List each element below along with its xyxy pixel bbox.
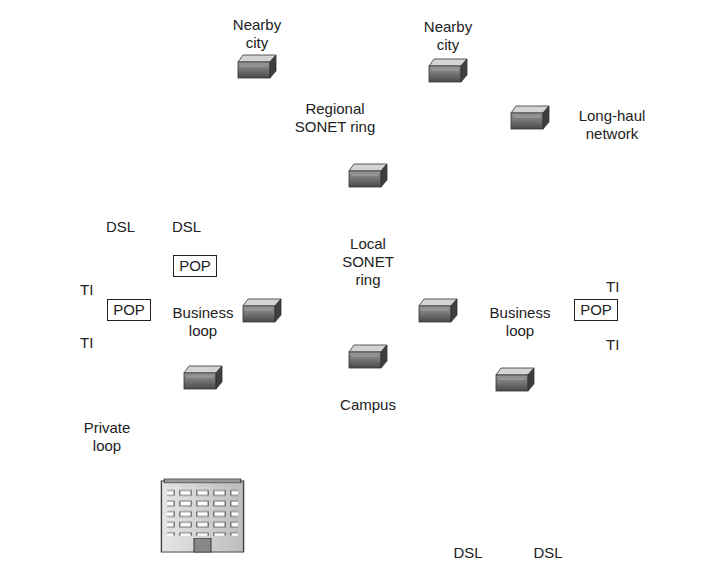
house-icon-outline (112, 180, 148, 215)
ring-circle: Local SONET ring (281, 175, 455, 349)
city-circle: Nearby city (415, 3, 481, 69)
outside-label: DSL (533, 544, 562, 562)
node-label: Nearby city (229, 16, 285, 52)
outside-label: DSL (453, 544, 482, 562)
house-icon-outline (448, 505, 488, 541)
pop-box: POP (107, 299, 151, 321)
ring-ellipse: Regional SONET ring (135, 60, 535, 176)
line-label: TI (606, 278, 619, 296)
cloud-shape: Long-haul network (545, 85, 679, 165)
node-label: Business loop (485, 304, 555, 340)
node-label: POP (580, 301, 612, 319)
node-label: Private loop (77, 419, 137, 455)
node-label: Nearby city (420, 18, 476, 54)
outside-label: Private loop (77, 419, 137, 455)
office-building (161, 479, 243, 552)
outside-label: DSL (172, 218, 201, 236)
line-label: TI (80, 334, 93, 352)
house-icon-outline (528, 505, 568, 541)
house-icon: DSL (202, 180, 238, 215)
loop-circle: Business loop (143, 262, 263, 382)
node-label: Regional SONET ring (290, 100, 380, 136)
pop-box: POP (173, 255, 217, 277)
router-icon (184, 55, 549, 391)
loop-circle: Business loop (458, 260, 582, 384)
loop-circle: Private loop (143, 377, 263, 497)
house-icon: DSL (528, 505, 568, 541)
node-label: Business loop (168, 304, 238, 340)
loop-circle (460, 375, 580, 495)
node-label: POP (179, 257, 211, 275)
link-line (65, 292, 640, 507)
house-icon: DSL (112, 180, 148, 215)
node-label: Long-haul network (572, 107, 652, 143)
city-circle: Nearby city (224, 1, 290, 67)
line-label: TI (606, 336, 619, 354)
outside-label: DSL (106, 218, 135, 236)
campus-circle: Campus (326, 363, 410, 447)
office-building (6, 229, 699, 397)
house-icon: DSL (448, 505, 488, 541)
node-label: DSL (106, 218, 135, 236)
node-label: Local SONET ring (333, 235, 403, 289)
loop-circle-outline (143, 377, 263, 497)
pop-box: POP (574, 299, 618, 321)
line-label: TI (80, 281, 93, 299)
node-label: DSL (172, 218, 201, 236)
node-label: POP (113, 301, 145, 319)
node-label: DSL (453, 544, 482, 562)
house-icon-outline (202, 180, 238, 215)
node-label: Campus (333, 396, 403, 414)
node-label: DSL (533, 544, 562, 562)
